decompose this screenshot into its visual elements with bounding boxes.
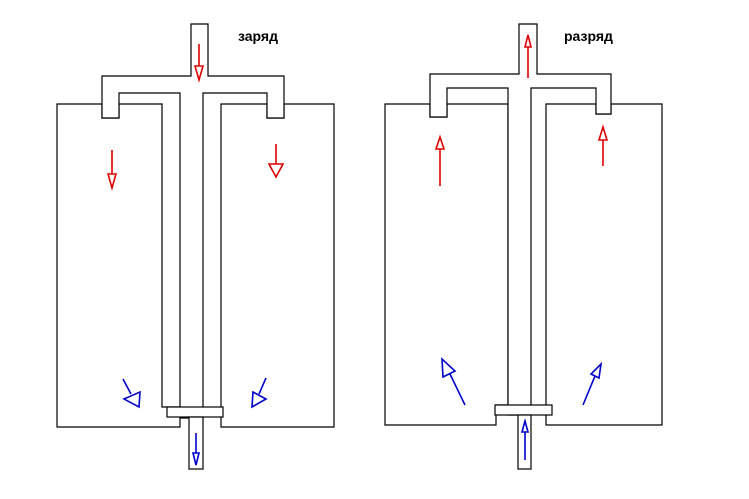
charge-assembly: заряд [56,23,335,470]
charge-right-tank [220,103,335,428]
charge-bottom-distributor [166,406,224,418]
discharge-assembly: разряд [384,23,663,470]
discharge-right-tank [545,103,663,426]
charge-lower-flow-arrows [122,377,268,466]
charge-upper-flow-arrows [106,44,285,191]
charge-header-pipe [101,23,285,419]
charge-left-tank [56,103,181,428]
discharge-upper-flow-arrows [434,34,609,186]
discharge-lower-flow-arrows [441,357,603,460]
discharge-bottom-distributor [494,404,553,416]
charge-label: заряд [238,28,278,44]
discharge-label: разряд [564,28,613,44]
discharge-left-tank [384,103,509,426]
discharge-header-pipe [429,23,612,416]
